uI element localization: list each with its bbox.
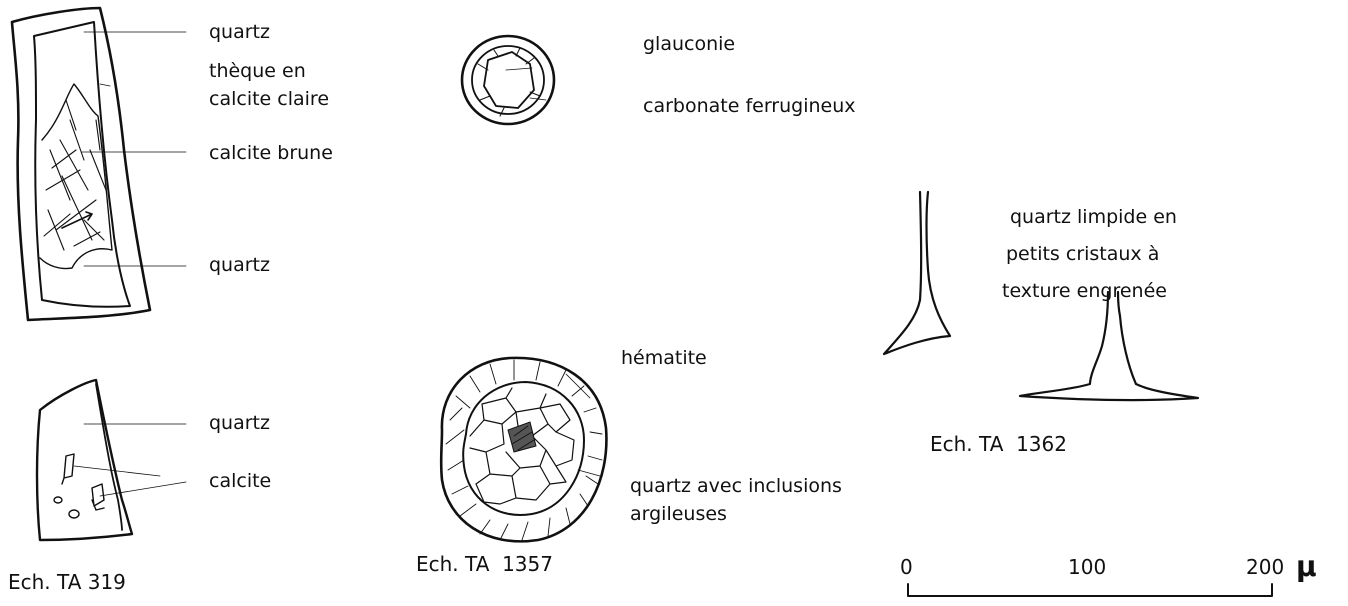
label-glauconie: glauconie: [643, 33, 735, 55]
specimen-ta319-lower-drawing: [37, 380, 186, 540]
caption-ta1357: Ech. TA 1357: [416, 552, 553, 576]
label-limpide-line3: texture engrenée: [1002, 280, 1167, 302]
label-quartz-inclusions-line1: quartz avec inclusions: [630, 475, 842, 497]
label-limpide-line1: quartz limpide en: [1010, 206, 1177, 228]
specimen-ta319-upper-drawing: [12, 8, 186, 320]
label-carbonate: carbonate ferrugineux: [643, 95, 856, 117]
caption-ta1362: Ech. TA 1362: [930, 432, 1067, 456]
scale-tick-200: 200: [1246, 555, 1284, 579]
label-calcite-small: calcite: [209, 470, 271, 492]
label-calcite-brune: calcite brune: [209, 142, 333, 164]
label-limpide-line2: petits cristaux à: [1006, 243, 1159, 265]
scale-tick-0: 0: [900, 555, 913, 579]
label-theque-line1: thèque en: [209, 60, 306, 82]
caption-ta319: Ech. TA 319: [8, 570, 126, 594]
label-quartz-small: quartz: [209, 412, 270, 434]
specimen-ta1357-drawing: [441, 358, 606, 541]
scale-bar: [908, 584, 1272, 596]
label-theque-line2: calcite claire: [209, 88, 329, 110]
scale-unit: μ: [1296, 550, 1317, 583]
label-quartz-top: quartz: [209, 21, 270, 43]
label-quartz-inclusions-line2: argileuses: [630, 503, 727, 525]
glauconie-grain-drawing: [462, 36, 554, 124]
scale-tick-100: 100: [1068, 555, 1106, 579]
label-quartz-mid: quartz: [209, 254, 270, 276]
label-hematite: hématite: [621, 347, 707, 369]
